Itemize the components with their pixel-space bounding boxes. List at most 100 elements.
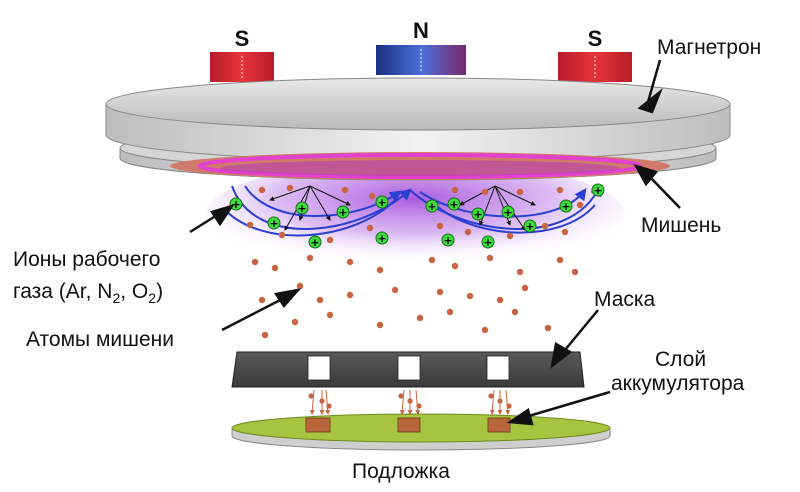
ion: + (559, 199, 573, 213)
target-pointer-head (633, 163, 659, 187)
deposition-arrow (325, 389, 331, 415)
magnetron-pointer-head (637, 88, 663, 114)
ion: + (523, 219, 537, 233)
target-atom (544, 324, 552, 332)
ion: + (591, 183, 605, 197)
target-atom (561, 228, 569, 236)
label-ions-text-c: ) (156, 280, 163, 303)
label-magnetron: Магнетрон (657, 36, 761, 59)
target-atom (346, 258, 354, 266)
target-atom (464, 228, 472, 236)
target-atom (316, 296, 324, 304)
label-ions-line1: Ионы рабочего (13, 248, 160, 271)
target-atom (376, 266, 384, 274)
deposition-atom (398, 393, 404, 399)
deposition-arrow (489, 389, 495, 415)
magnet-right: S (558, 26, 632, 82)
mask-opening (397, 355, 421, 381)
label-ions-line2: газа (Ar, N2, O2) (13, 280, 163, 306)
ions: ++++++++++++++++ (229, 183, 605, 249)
svg-text:+: + (377, 232, 386, 245)
svg-text:+: + (483, 236, 492, 249)
deposition-arrows (308, 389, 512, 415)
deposition-atom (326, 403, 332, 409)
deposition-arrow (309, 389, 315, 415)
target-atom (296, 282, 304, 290)
target-atom (451, 262, 459, 270)
svg-text:+: + (561, 200, 570, 213)
battery-layer-patch (397, 417, 421, 433)
ion: + (336, 205, 350, 219)
magnetron-pointer (646, 59, 662, 103)
layer-pointer-head (506, 408, 534, 426)
deposition-atom (308, 393, 314, 399)
label-target: Мишень (641, 214, 721, 237)
deposition-atom (506, 403, 512, 409)
target-atom (391, 286, 399, 294)
magnet-center-label: N (413, 18, 429, 43)
target-atom (481, 188, 489, 196)
layer-pointer (521, 390, 611, 420)
svg-text:+: + (231, 198, 240, 211)
ion: + (425, 199, 439, 213)
svg-text:+: + (427, 200, 436, 213)
target-atom (326, 236, 334, 244)
label-ions-text-b: , O (120, 280, 148, 303)
target-atom (261, 331, 269, 339)
target (170, 152, 670, 180)
target-atom (366, 224, 374, 232)
label-atoms: Атомы мишени (26, 328, 174, 351)
target-atom (511, 308, 519, 316)
magnet-right-label: S (588, 26, 603, 51)
atoms-pointer-head (273, 288, 302, 309)
svg-text:+: + (269, 217, 278, 230)
svg-text:+: + (297, 202, 306, 215)
ion: + (441, 233, 455, 247)
target-atom (291, 318, 299, 326)
target-atom (516, 268, 524, 276)
target-atom (451, 186, 459, 194)
label-layer-line2: аккумулятора (611, 372, 745, 395)
ion: + (481, 235, 495, 249)
label-substrate: Подложка (352, 460, 450, 483)
target-atom (446, 308, 454, 316)
svg-text:+: + (449, 198, 458, 211)
target-atom (246, 221, 254, 229)
atoms-pointer (221, 294, 289, 332)
deposition-arrow (399, 389, 405, 415)
target-atom (326, 311, 334, 319)
target-atom (278, 231, 286, 239)
label-mask: Маска (594, 288, 656, 311)
target-atom (556, 256, 564, 264)
target-atom (368, 192, 376, 200)
svg-text:+: + (503, 206, 512, 219)
target-atom (496, 296, 504, 304)
ion: + (308, 235, 322, 249)
magnet-left-label: S (235, 26, 250, 51)
target-atom (521, 284, 529, 292)
substrate (231, 413, 611, 451)
magnet-left: S (210, 26, 274, 82)
mask (231, 351, 585, 388)
deposition-atom (416, 403, 422, 409)
target-atom (258, 186, 266, 194)
target-atom (341, 186, 349, 194)
target-atom (251, 258, 259, 266)
target-atom (306, 254, 314, 262)
svg-text:+: + (443, 234, 452, 247)
mask-pointer-head (550, 342, 573, 369)
battery-layer-patch (487, 417, 511, 433)
target-atom (576, 201, 584, 209)
ion: + (471, 207, 485, 221)
target-atom (516, 188, 524, 196)
target-atom (346, 291, 354, 299)
label-ions-sub-n: 2 (112, 290, 120, 306)
deposition-arrow (415, 389, 421, 415)
label-ions-sub-o: 2 (148, 290, 156, 306)
target-atom (571, 268, 579, 276)
target-atom (416, 314, 424, 322)
mask-pointer (559, 309, 599, 357)
label-ions-text-a: газа (Ar, N (13, 280, 112, 303)
